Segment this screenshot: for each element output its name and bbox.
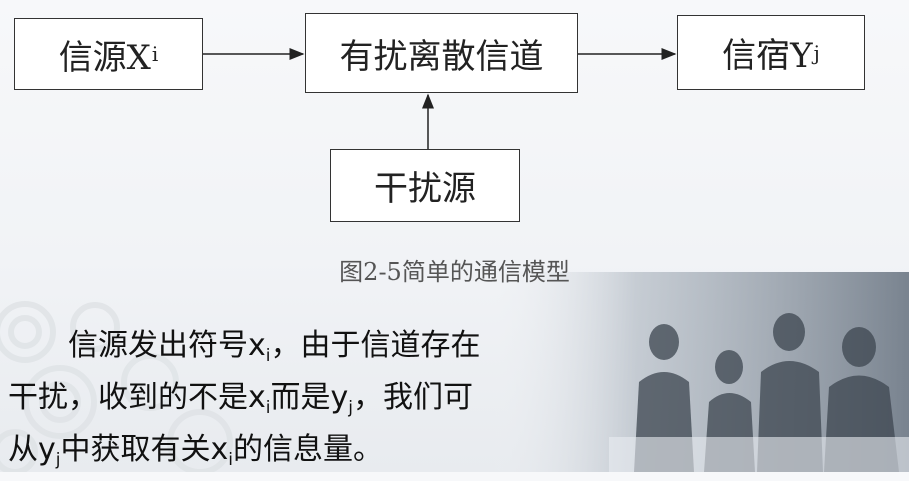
explanation-paragraph: 信源发出符号xi，由于信道存在 干扰，收到的不是xi而是yj，我们可 从yj中获… (8, 325, 648, 481)
node-source-subscript: i (151, 42, 159, 66)
node-source-label: 信源X (58, 37, 151, 78)
node-channel: 有扰离散信道 (305, 13, 578, 93)
decorative-circles (0, 301, 233, 472)
node-channel-label: 有扰离散信道 (339, 36, 544, 77)
business-people-photo (489, 272, 909, 472)
paragraph-line-3: 从yj中获取有关xi的信息量。 (8, 432, 383, 470)
diagram-arrows (203, 48, 677, 149)
node-sink-subscript: j (813, 40, 820, 65)
paragraph-line-1: 信源发出符号xi，由于信道存在 (68, 328, 481, 366)
node-noise: 干扰源 (330, 149, 520, 222)
node-sink-label: 信宿Y (722, 36, 813, 76)
paragraph-line-2: 干扰，收到的不是xi而是yj，我们可 (8, 380, 473, 418)
figure-caption: 图2-5简单的通信模型 (339, 258, 570, 286)
node-noise-label: 干扰源 (374, 169, 476, 209)
